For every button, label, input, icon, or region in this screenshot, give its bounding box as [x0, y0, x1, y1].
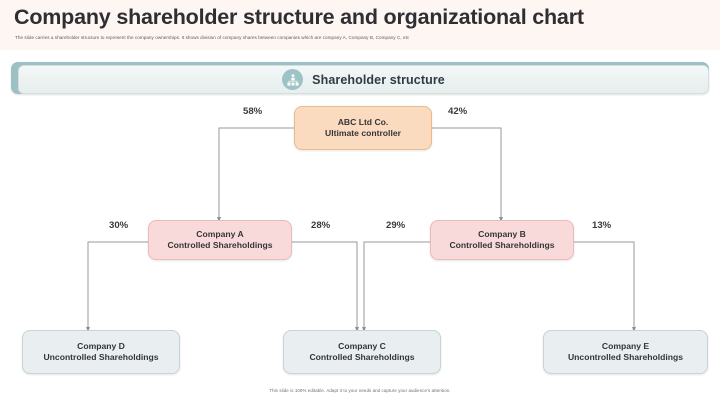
- edge-label-abc-to-company-b: 42%: [448, 106, 468, 117]
- page-subtitle: The slide carries a shareholder structur…: [15, 35, 410, 40]
- edge-label-company-b-to-company-e: 13%: [592, 220, 612, 231]
- edge-label-abc-to-company-a: 58%: [243, 106, 263, 117]
- org-chart: ABC Ltd Co. Ultimate controller Company …: [0, 96, 720, 386]
- edge-label-company-a-to-company-c: 28%: [311, 220, 331, 231]
- node-company-d-line1: Company D: [77, 341, 125, 351]
- node-abc-line1: ABC Ltd Co.: [337, 117, 389, 127]
- node-abc-line2: Ultimate controller: [325, 128, 401, 138]
- node-company-b-line2: Controlled Shareholdings: [449, 240, 555, 250]
- node-company-a[interactable]: Company A Controlled Shareholdings: [148, 220, 292, 260]
- edge-label-company-a-to-company-d: 30%: [109, 220, 129, 231]
- node-company-b[interactable]: Company B Controlled Shareholdings: [430, 220, 574, 260]
- node-company-e[interactable]: Company E Uncontrolled Shareholdings: [543, 330, 708, 374]
- node-company-c-line1: Company C: [338, 341, 386, 351]
- connector-lines: [86, 127, 636, 332]
- node-company-a-line1: Company A: [196, 229, 244, 239]
- page-title: Company shareholder structure and organi…: [14, 5, 584, 29]
- node-company-b-line1: Company B: [478, 229, 526, 239]
- node-company-d-line2: Uncontrolled Shareholdings: [43, 352, 159, 362]
- section-title-label: Shareholder structure: [312, 72, 445, 87]
- node-company-c[interactable]: Company C Controlled Shareholdings: [283, 330, 441, 374]
- organization-people-icon: [282, 69, 304, 90]
- node-company-c-line2: Controlled Shareholdings: [309, 352, 415, 362]
- node-company-d[interactable]: Company D Uncontrolled Shareholdings: [22, 330, 180, 374]
- section-header-shareholder-structure[interactable]: Shareholder structure: [18, 65, 709, 94]
- node-abc-ltd[interactable]: ABC Ltd Co. Ultimate controller: [294, 106, 432, 150]
- header-band: [0, 0, 720, 50]
- node-company-e-line2: Uncontrolled Shareholdings: [567, 352, 684, 362]
- footer-note: This slide is 100% editable. Adapt it to…: [269, 388, 451, 393]
- node-company-e-line1: Company E: [601, 341, 650, 351]
- node-company-a-line2: Controlled Shareholdings: [167, 240, 273, 250]
- edge-label-company-b-to-company-c: 29%: [386, 220, 406, 231]
